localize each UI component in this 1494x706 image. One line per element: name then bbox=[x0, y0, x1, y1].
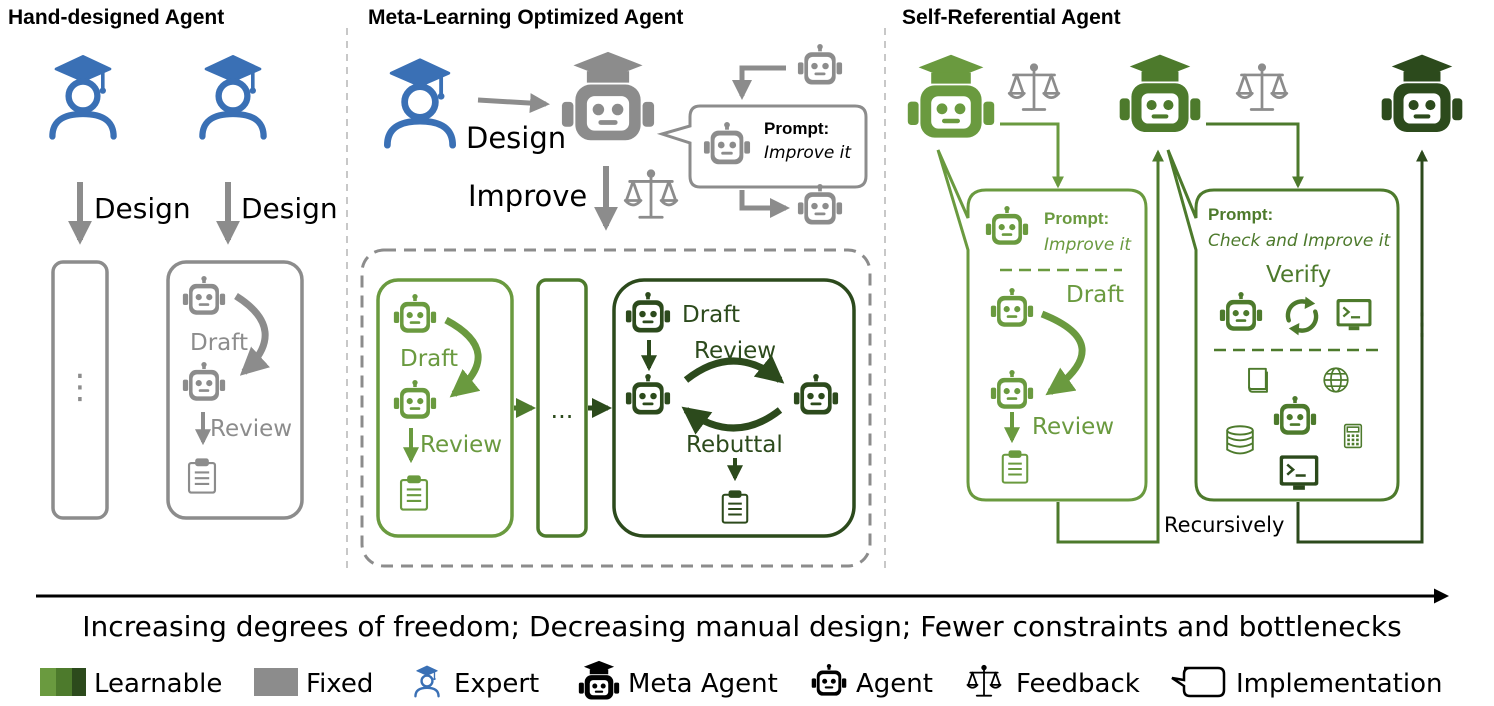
legend-scales-icon bbox=[966, 664, 1002, 697]
arrow-meta1-to-box bbox=[1000, 122, 1064, 189]
expert-icon bbox=[52, 56, 113, 136]
clipboard-icon bbox=[187, 458, 217, 494]
arrow-rebuttal-dark bbox=[681, 406, 783, 435]
label-design-meta: Design bbox=[466, 121, 566, 155]
legend-swatch-learnable-3 bbox=[72, 668, 86, 696]
scales-icon bbox=[1007, 63, 1061, 111]
label-draft-hand: Draft bbox=[190, 330, 248, 356]
section-title-hand: Hand-designed Agent bbox=[8, 6, 224, 29]
agent-icon bbox=[182, 276, 226, 315]
agent-icon bbox=[625, 374, 671, 415]
legend-fixed: Fixed bbox=[306, 669, 373, 699]
implementation-box-self-2 bbox=[1166, 149, 1400, 502]
agent-icon bbox=[797, 184, 843, 225]
prompt-bubble-meta bbox=[656, 104, 868, 189]
terminal-icon bbox=[1278, 453, 1320, 492]
arrow-bubble-to-agent bbox=[739, 190, 790, 218]
clipboard-icon bbox=[399, 475, 429, 511]
label-draft-dark: Draft bbox=[682, 302, 740, 328]
ellipsis: ... bbox=[551, 396, 574, 424]
legend-expert: Expert bbox=[454, 669, 539, 699]
label-review-hand: Review bbox=[210, 416, 292, 442]
section-title-meta: Meta-Learning Optimized Agent bbox=[368, 6, 683, 29]
agent-icon bbox=[797, 44, 843, 85]
meta-agent-icon bbox=[1119, 54, 1201, 132]
vdots-self: ⋮ bbox=[1407, 307, 1437, 342]
arrow-meta2-to-box bbox=[1206, 122, 1304, 189]
legend-expert-icon bbox=[414, 664, 440, 698]
legend-swatch-fixed bbox=[254, 668, 298, 696]
arrow-design-meta bbox=[477, 93, 550, 114]
scales-icon bbox=[1235, 63, 1289, 111]
axis-caption: Increasing degrees of freedom; Decreasin… bbox=[82, 610, 1401, 643]
legend-feedback: Feedback bbox=[1016, 669, 1140, 699]
label-design-1: Design bbox=[94, 192, 191, 225]
agent-icon bbox=[182, 362, 226, 401]
label-recursively: Recursively bbox=[1164, 513, 1284, 537]
prompt-text-meta: Improve it bbox=[764, 143, 852, 163]
implementation-box-unknown bbox=[51, 260, 109, 520]
prompt-label-self-2: Prompt: bbox=[1208, 205, 1273, 224]
arrow-review-dark bbox=[683, 354, 785, 384]
implementation-box-mid bbox=[536, 278, 588, 538]
label-design-2: Design bbox=[241, 192, 338, 225]
label-draft-self: Draft bbox=[1066, 282, 1124, 308]
prompt-text-self-2: Check and Improve it bbox=[1208, 231, 1391, 251]
expert-icon bbox=[202, 56, 263, 136]
label-draft-light: Draft bbox=[400, 346, 458, 372]
meta-agent-icon bbox=[907, 54, 995, 138]
legend-swatch-learnable-2 bbox=[56, 668, 72, 696]
legend-agent-icon bbox=[811, 664, 847, 696]
legend: Learnable Fixed Expert Meta Agent Agent … bbox=[40, 660, 1442, 700]
arrow-recursion-1 bbox=[1056, 149, 1164, 544]
agent-icon bbox=[393, 294, 437, 333]
prompt-label-meta: Prompt: bbox=[764, 119, 829, 138]
terminal-icon bbox=[1335, 297, 1373, 332]
arrow-draft-light bbox=[444, 316, 482, 398]
implementation-box-self-1 bbox=[936, 149, 1148, 502]
implementation-box-light bbox=[376, 278, 514, 538]
label-review-self: Review bbox=[1032, 414, 1114, 440]
prompt-text-self-1: Improve it bbox=[1044, 235, 1132, 255]
prompt-label-self-1: Prompt: bbox=[1044, 209, 1109, 228]
scales-icon bbox=[623, 169, 679, 219]
legend-implementation-icon bbox=[1171, 666, 1226, 698]
legend-learnable: Learnable bbox=[94, 669, 222, 699]
label-improve-meta: Improve bbox=[468, 179, 587, 213]
agent-icon bbox=[793, 374, 839, 415]
search-space-box bbox=[360, 248, 872, 568]
arrow-recursion-2 bbox=[1296, 149, 1428, 544]
legend-implementation: Implementation bbox=[1236, 669, 1442, 699]
arrow-draft-hand bbox=[234, 293, 270, 376]
clipboard-icon bbox=[721, 489, 749, 525]
implementation-box-hand bbox=[166, 260, 304, 520]
arrow-agent-to-bubble bbox=[732, 65, 786, 100]
arrow-draft-self bbox=[1040, 310, 1086, 396]
expert-icon bbox=[387, 60, 452, 145]
label-verify: Verify bbox=[1266, 262, 1331, 288]
legend-swatch-learnable-1 bbox=[40, 668, 56, 696]
agent-icon bbox=[393, 380, 437, 419]
legend-meta-agent: Meta Agent bbox=[628, 669, 778, 699]
vdots: ⋮ bbox=[63, 367, 97, 407]
implementation-box-dark bbox=[612, 278, 856, 538]
agent-icon bbox=[625, 292, 671, 333]
section-title-self: Self-Referential Agent bbox=[902, 6, 1121, 29]
meta-agent-icon bbox=[1381, 54, 1463, 132]
label-review-light: Review bbox=[420, 432, 502, 458]
meta-agent-icon bbox=[561, 51, 655, 141]
label-rebuttal-dark: Rebuttal bbox=[686, 432, 783, 458]
legend-meta-agent-icon bbox=[578, 660, 620, 700]
legend-agent: Agent bbox=[856, 669, 933, 699]
